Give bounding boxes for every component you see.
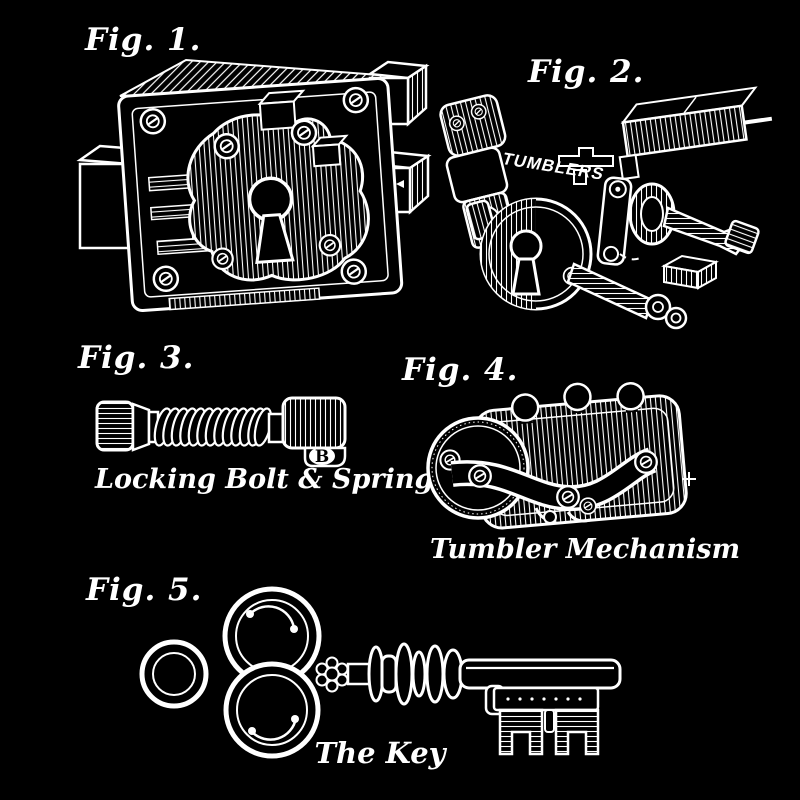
bracket-part: [558, 147, 614, 185]
bolt-box-part: [618, 86, 773, 181]
sleeve: [267, 412, 285, 444]
corner-screw: [138, 107, 167, 136]
slide-block: [257, 89, 349, 168]
cover-screw: [212, 132, 241, 161]
chip-part: [661, 254, 719, 290]
key-shaft: [458, 658, 622, 690]
figure-5-caption: The Key: [314, 736, 446, 770]
figure-4-caption: Tumbler Mechanism: [430, 534, 741, 565]
corner-screw: [341, 86, 370, 115]
lock-face-plate: [117, 77, 404, 312]
collar: [131, 402, 151, 452]
corner-screw: [151, 264, 180, 293]
coil-spring: [153, 407, 273, 447]
bolt-body: B: [281, 396, 347, 468]
figure-2-label: Fig. 2.: [528, 54, 645, 90]
cover-screw: [289, 118, 319, 147]
corner-screw: [339, 257, 368, 286]
figure-3-caption: Locking Bolt & Spring: [95, 464, 434, 495]
linkage-bar: [450, 447, 658, 512]
skeleton-key-illustration: [139, 586, 622, 759]
locking-bolt-spring-illustration: B: [95, 396, 347, 468]
key-bow: [139, 586, 349, 759]
tumbler-parts-illustration: [439, 86, 773, 330]
keyhole: [247, 176, 295, 265]
keyhole: [509, 229, 543, 296]
case-knobs: [510, 382, 645, 424]
stamp-letter: B: [315, 447, 329, 467]
key-bit: [484, 684, 600, 756]
figure-4-label: Fig. 4.: [402, 352, 519, 388]
figure-1-label: Fig. 1.: [85, 22, 202, 58]
rim-lock-illustration: [76, 58, 432, 312]
cover-screw: [317, 233, 342, 258]
registration-mark: [682, 472, 696, 486]
figure-5-label: Fig. 5.: [86, 572, 203, 608]
key-collars: [346, 642, 464, 706]
escutcheon-disc-part: [465, 197, 688, 330]
cover-screw: [210, 246, 235, 271]
bottom-hooks: [534, 497, 597, 524]
tumbler-mechanism-illustration: [426, 382, 696, 530]
knurled-cylinder-part: [596, 176, 760, 266]
figure-3-label: Fig. 3.: [78, 340, 195, 376]
knurled-cap: [95, 400, 135, 452]
bow-rosette: [315, 656, 349, 693]
